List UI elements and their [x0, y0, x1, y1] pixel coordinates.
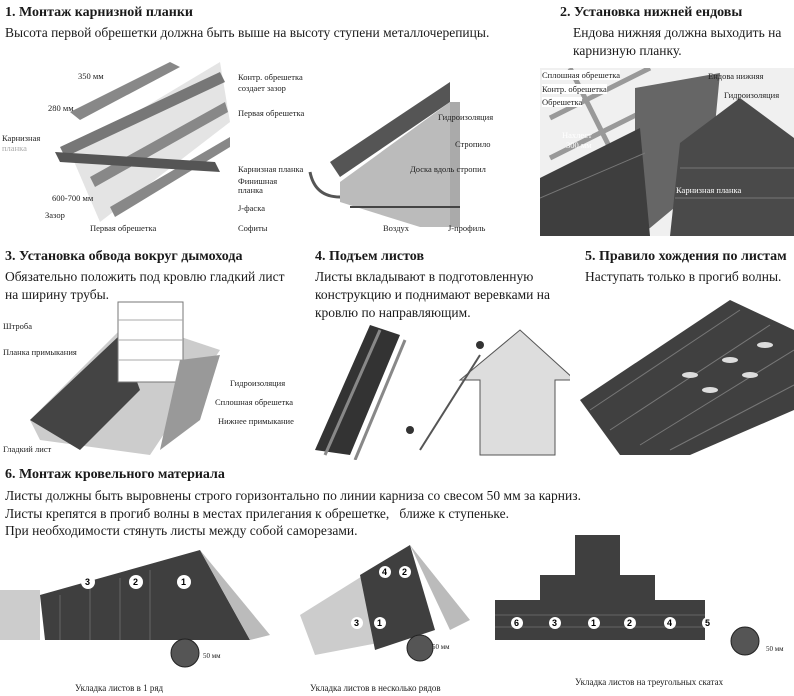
eaves-batten-illustration	[55, 62, 230, 222]
label-300mm: 300 мм	[566, 140, 592, 150]
section-6-title: 6. Монтаж кровельного материала	[5, 467, 225, 482]
section-5-title: 5. Правило хождения по листам	[585, 249, 787, 264]
dim-350: 350 мм	[78, 71, 104, 81]
label-counter-batten-2: создает зазор	[238, 83, 286, 93]
section-2-title: 2. Установка нижней ендовы	[560, 5, 743, 20]
label-waterproofing: Гидроизоляция	[438, 112, 494, 122]
section-6-line-3: При необходимости стянуть листы между со…	[5, 523, 358, 538]
caption-triangular: Укладка листов на треугольных скатах	[575, 677, 724, 687]
label-eaves-plank-2: Карнизная планка	[676, 185, 742, 195]
label-groove: Штроба	[3, 321, 32, 331]
sheet-num: 3	[354, 618, 359, 628]
label-j-profile: J-профиль	[448, 223, 486, 233]
eaves-section-illustration	[308, 82, 460, 227]
section-3-title: 3. Установка обвода вокруг дымохода	[5, 249, 243, 264]
label-j-chamfer: J-фаска	[238, 203, 265, 213]
label-valley: Ендова нижняя	[708, 71, 764, 81]
label-finish: Финишная	[238, 176, 278, 186]
label-eaves-2: планка	[2, 143, 27, 153]
label-air: Воздух	[383, 223, 409, 233]
section-5-text: Наступать только в прогиб волны.	[585, 269, 782, 284]
dim-600-700: 600-700 мм	[52, 193, 94, 203]
label-counter-batten-3: Контр. обрешетка	[542, 84, 607, 94]
caption-single-row: Укладка листов в 1 ряд	[75, 683, 164, 693]
section-2-text: Ендова нижняя должна выходить на карнизн…	[573, 25, 782, 58]
valley-illustration	[540, 68, 794, 236]
sheet-num: 1	[591, 618, 596, 628]
multi-row-illustration: 4 2 3 1	[300, 545, 470, 662]
sheet-num: 1	[181, 577, 186, 587]
sheet-num: 6	[514, 618, 519, 628]
label-lower-abutment: Нижнее примыкание	[218, 416, 294, 426]
label-first-batten: Первая обрешетка	[90, 223, 157, 233]
label-overlap: Нахлест	[562, 130, 592, 140]
label-counter-batten: Контр. обрешетка	[238, 72, 303, 82]
sheet-num: 2	[627, 618, 632, 628]
sheet-num: 2	[402, 567, 407, 577]
section-6-line-1: Листы должны быть выровнены строго гориз…	[5, 488, 581, 503]
label-first-batten-2: Первая обрешетка	[238, 108, 305, 118]
label-soffits: Софиты	[238, 223, 268, 233]
overhang-label-2: 50 мм	[432, 643, 450, 651]
single-row-illustration: 3 2 1	[0, 550, 270, 668]
overhang-label-1: 50 мм	[203, 652, 221, 660]
section-4-text: Листы вкладывают в подготовленную констр…	[315, 269, 550, 320]
chimney-illustration	[30, 301, 220, 455]
label-finish-2: планка	[238, 185, 263, 195]
walking-on-sheets-illustration	[580, 300, 794, 455]
triangular-slopes-illustration: 6 3 1 2 4 5	[495, 535, 760, 656]
sheet-num: 4	[667, 618, 672, 628]
label-waterproofing-2: Гидроизоляция	[724, 90, 780, 100]
label-abutment-plank: Планка примыкания	[3, 347, 77, 357]
label-board: Доска вдоль стропил	[410, 164, 486, 174]
sheet-num: 1	[377, 618, 382, 628]
label-solid-batten-2: Сплошная обрешетка	[215, 397, 294, 407]
overhang-label-3: 50 мм	[766, 645, 784, 653]
label-solid-batten: Сплошная обрешетка	[542, 70, 621, 80]
label-eaves-plank: Карнизная планка	[238, 164, 304, 174]
sheet-num: 3	[552, 618, 557, 628]
lifting-sheets-illustration	[315, 325, 570, 460]
sheet-num: 4	[382, 567, 387, 577]
label-batten: Обрешетка	[542, 97, 583, 107]
section-4-title: 4. Подъем листов	[315, 249, 425, 264]
sheet-num: 3	[85, 577, 90, 587]
section-1-text: Высота первой обрешетки должна быть выше…	[5, 25, 490, 40]
caption-multi-row: Укладка листов в несколько рядов	[310, 683, 441, 693]
section-1-title: 1. Монтаж карнизной планки	[5, 5, 193, 20]
sheet-num: 5	[705, 618, 710, 628]
section-6-line-2: Листы крепятся в прогиб волны в местах п…	[5, 506, 510, 521]
section-3-text: Обязательно положить под кровлю гладкий …	[5, 269, 285, 302]
label-gap: Зазор	[45, 210, 65, 220]
label-eaves: Карнизная	[2, 133, 41, 143]
label-flat-sheet: Гладкий лист	[3, 444, 52, 454]
dim-280: 280 мм	[48, 103, 74, 113]
sheet-num: 2	[133, 577, 138, 587]
label-rafter: Стропило	[455, 139, 491, 149]
label-waterproofing-3: Гидроизоляция	[230, 378, 286, 388]
